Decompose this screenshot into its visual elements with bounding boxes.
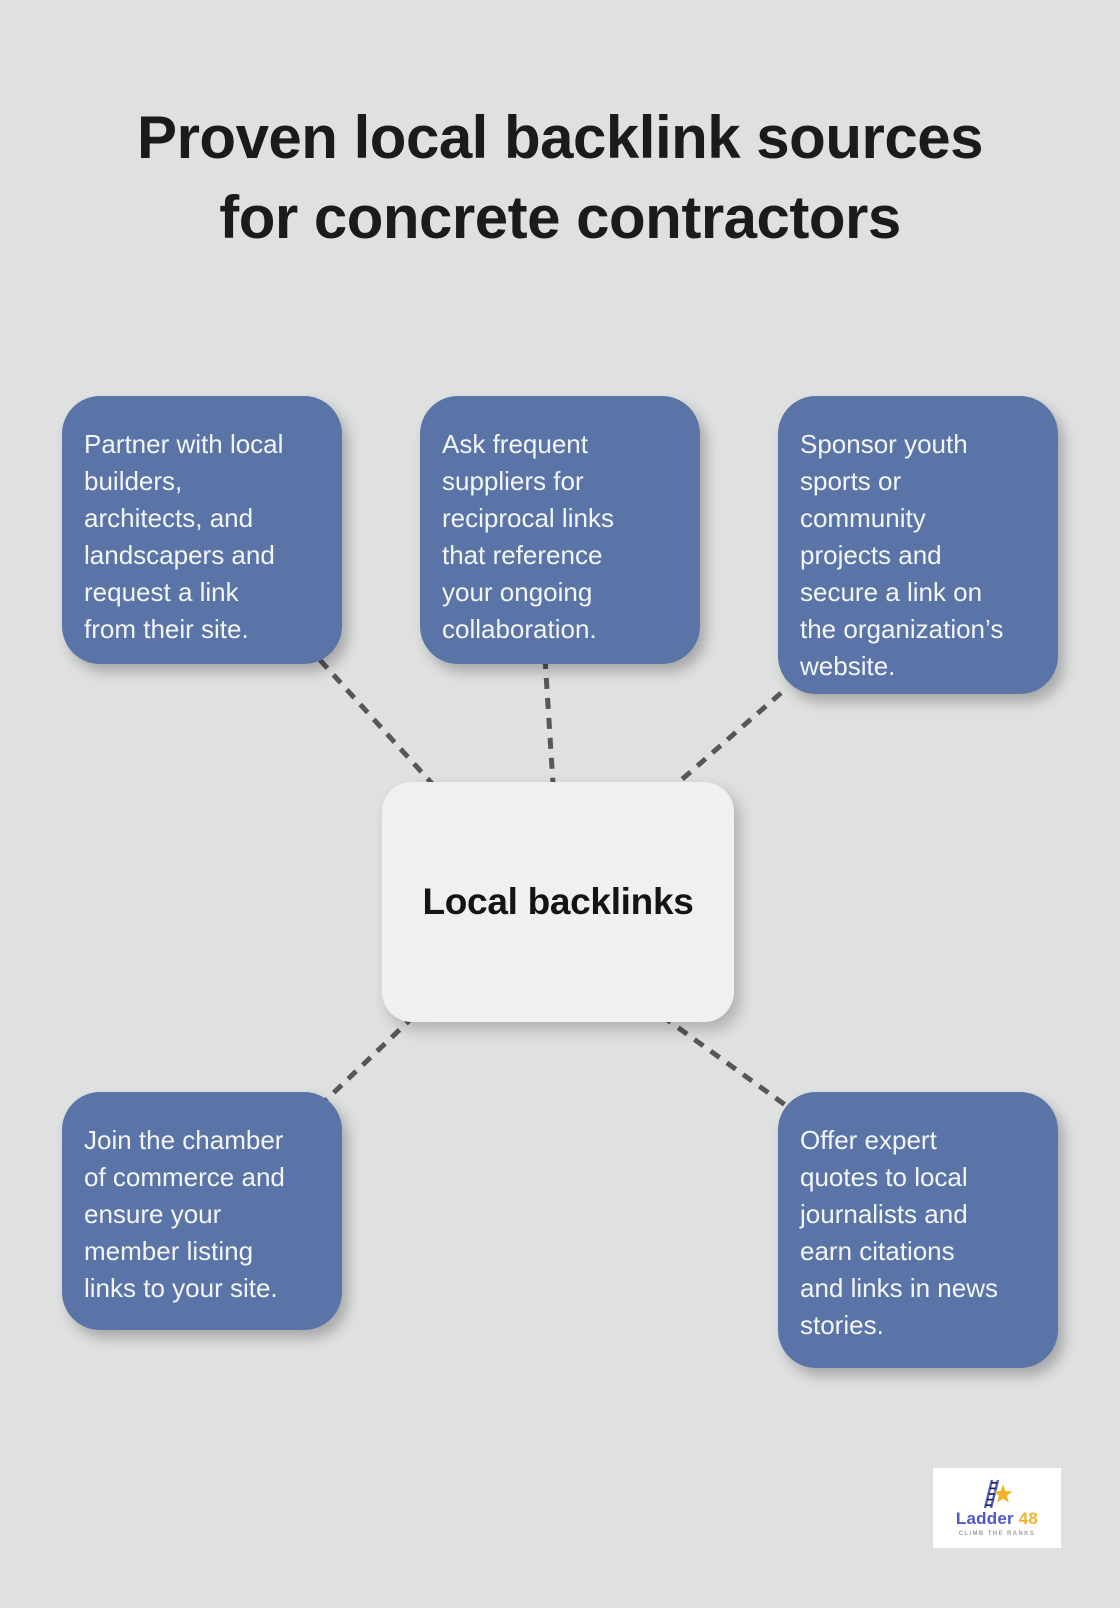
logo-brand-accent: 48 [1018,1509,1039,1528]
connector-line-bottom-left [324,1014,416,1102]
node-partner-builders-text: Partner with local builders, architects,… [84,429,284,644]
connector-line-top-left [318,658,438,790]
logo-brand: Ladder 48 [956,1510,1038,1528]
logo-tagline: CLIMB THE RANKS [958,1531,1036,1537]
node-supplier-links: Ask frequent suppliers for reciprocal li… [420,396,700,664]
center-node: Local backlinks [382,782,734,1022]
node-supplier-links-text: Ask frequent suppliers for reciprocal li… [442,429,614,644]
node-sponsor-sports: Sponsor youth sports or community projec… [778,396,1058,694]
connector-line-top-middle [542,657,556,785]
node-chamber-commerce-text: Join the chamber of commerce and ensure … [84,1125,285,1303]
node-sponsor-sports-text: Sponsor youth sports or community projec… [800,429,1004,681]
center-node-label: Local backlinks [422,881,694,922]
connector-line-top-right [670,691,783,790]
ladder-star-icon [983,1479,1013,1509]
node-partner-builders: Partner with local builders, architects,… [62,396,342,664]
node-chamber-commerce: Join the chamber of commerce and ensure … [62,1092,342,1330]
node-expert-quotes-text: Offer expert quotes to local journalists… [800,1125,998,1340]
logo-card: Ladder 48 CLIMB THE RANKS [933,1468,1061,1548]
connector-line-bottom-right [660,1013,797,1115]
logo-brand-primary: Ladder [955,1509,1014,1528]
node-expert-quotes: Offer expert quotes to local journalists… [778,1092,1058,1368]
page-title: Proven local backlink sources for concre… [137,104,983,251]
